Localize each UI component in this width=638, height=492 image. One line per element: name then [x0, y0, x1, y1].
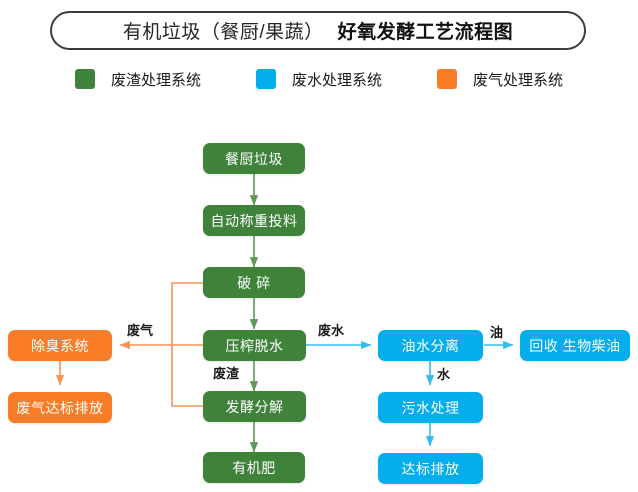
- node-label: 压榨脱水: [225, 337, 284, 354]
- node-label: 破 碎: [237, 274, 271, 291]
- node-compliant-discharge[interactable]: 达标排放: [378, 453, 483, 484]
- node-crushing[interactable]: 破 碎: [203, 267, 305, 298]
- title-emphasis-text: 好氧发酵工艺流程图: [337, 22, 514, 43]
- edge-label-waste-gas: 废气: [127, 323, 154, 338]
- edge-label-oil: 油: [490, 325, 504, 340]
- node-label: 达标排放: [401, 460, 460, 477]
- node-label: 餐厨垃圾: [225, 150, 283, 167]
- edge-label-residue: 废渣: [213, 366, 240, 381]
- node-label: 油水分离: [401, 337, 460, 354]
- node-fermentation[interactable]: 发酵分解: [203, 391, 306, 422]
- legend-item-waste-gas: 废气处理系统: [437, 66, 563, 92]
- node-sewage-treatment[interactable]: 污水处理: [378, 392, 483, 423]
- node-gas-compliant-output[interactable]: 废气达标排放: [8, 392, 112, 423]
- legend-item-residue: 废渣处理系统: [75, 66, 201, 92]
- node-auto-weighing[interactable]: 自动称重投料: [203, 205, 305, 236]
- node-label: 除臭系统: [31, 337, 89, 354]
- title-main-text: 有机垃圾（餐厨/果蔬）: [122, 22, 324, 43]
- node-biodiesel-recovery[interactable]: 回收 生物柴油: [520, 330, 630, 361]
- node-label: 废气达标排放: [16, 399, 104, 416]
- node-press-dewatering[interactable]: 压榨脱水: [203, 330, 306, 361]
- edge-label-wastewater: 废水: [318, 323, 345, 338]
- legend-swatch-orange: [437, 69, 457, 89]
- node-label: 自动称重投料: [210, 212, 298, 229]
- page-title: 有机垃圾（餐厨/果蔬） 好氧发酵工艺流程图: [50, 11, 586, 50]
- legend-label-residue: 废渣处理系统: [111, 71, 202, 89]
- legend-item-wastewater: 废水处理系统: [256, 66, 382, 92]
- node-deodorization[interactable]: 除臭系统: [8, 330, 112, 361]
- legend-swatch-green: [75, 69, 95, 89]
- edge-label-water: 水: [437, 367, 451, 382]
- node-label: 污水处理: [401, 399, 460, 416]
- legend-label-wastewater: 废水处理系统: [292, 71, 383, 89]
- node-organic-fertilizer[interactable]: 有机肥: [203, 452, 305, 483]
- node-label: 发酵分解: [225, 398, 284, 415]
- edge-gas-collector-trunk: [171, 282, 203, 407]
- node-label: 有机肥: [232, 459, 276, 476]
- node-oil-water-separation[interactable]: 油水分离: [378, 330, 483, 361]
- legend-swatch-blue: [256, 69, 276, 89]
- legend: 废渣处理系统 废水处理系统 废气处理系统: [0, 66, 638, 92]
- node-label: 回收 生物柴油: [529, 337, 621, 354]
- node-kitchen-waste[interactable]: 餐厨垃圾: [203, 143, 305, 174]
- legend-label-waste-gas: 废气处理系统: [473, 71, 564, 89]
